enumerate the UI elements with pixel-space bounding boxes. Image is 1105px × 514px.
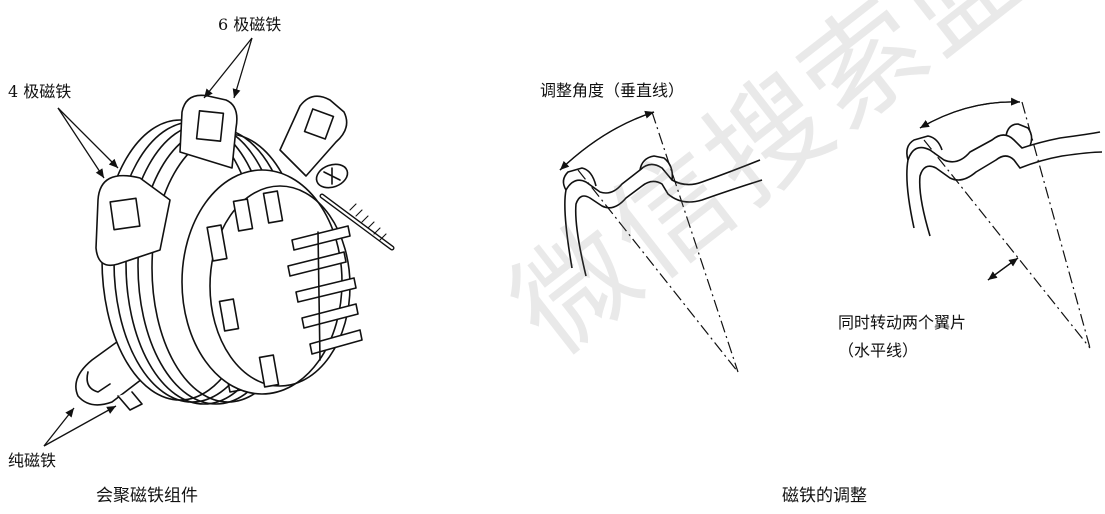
four-pole-magnet-label: 4 极磁铁 bbox=[8, 82, 72, 101]
left-callout-arrows bbox=[43, 37, 253, 447]
rotate-tabs-drawing bbox=[906, 97, 1103, 349]
six-pole-magnet-label: 6 极磁铁 bbox=[218, 15, 282, 34]
horizontal-line-label: （水平线） bbox=[838, 341, 919, 360]
left-caption: 会聚磁铁组件 bbox=[96, 486, 198, 506]
rotate-both-tabs-label: 同时转动两个翼片 bbox=[838, 313, 967, 332]
right-caption: 磁铁的调整 bbox=[782, 486, 867, 506]
adjust-angle-label: 调整角度（垂直线） bbox=[540, 81, 685, 100]
magnet-assembly-drawing bbox=[75, 94, 395, 411]
purity-magnet-label: 纯磁铁 bbox=[8, 451, 57, 470]
adjust-angle-drawing bbox=[559, 110, 763, 373]
